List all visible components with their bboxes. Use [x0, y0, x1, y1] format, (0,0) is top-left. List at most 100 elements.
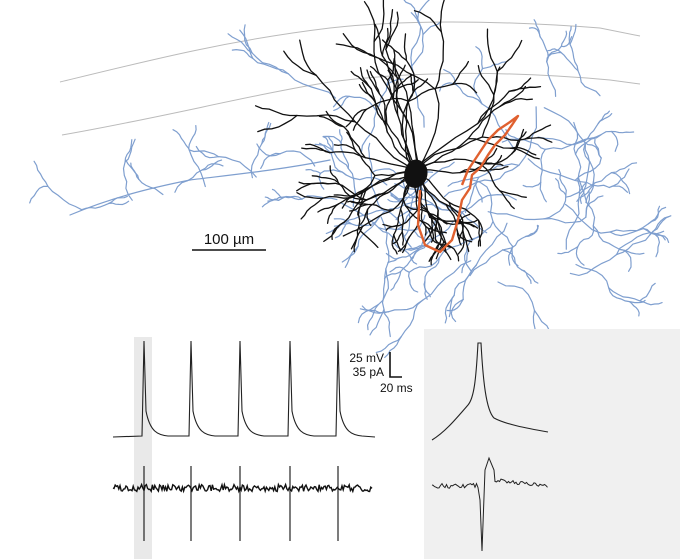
apical-dendrite — [499, 97, 533, 107]
apical-dendrite — [395, 88, 408, 123]
axon-branch — [574, 134, 602, 155]
axon-branch — [360, 110, 378, 154]
axon-branch — [649, 232, 661, 258]
axon-branch — [370, 168, 398, 175]
axon-branch — [420, 161, 455, 187]
axon-branch — [608, 287, 631, 303]
basal-dendrite — [355, 151, 376, 177]
axon-branch — [408, 257, 440, 273]
axon-branch — [390, 270, 402, 291]
apical-dendrite — [496, 39, 523, 73]
axon-branch — [560, 51, 579, 72]
axon-branch — [80, 202, 110, 211]
apical-dendrite — [405, 59, 416, 103]
basal-dendrite — [360, 208, 369, 225]
axon-branch — [569, 23, 577, 45]
basal-dendrite — [311, 175, 339, 184]
axon-branch — [565, 181, 587, 198]
basal-dendrite — [349, 203, 369, 212]
apical-dendrite — [387, 79, 399, 116]
axon-branch — [201, 159, 223, 171]
axon-branch — [261, 199, 280, 208]
axon-branch — [544, 137, 594, 150]
basal-dendrite — [399, 208, 405, 233]
axon-branch — [348, 95, 378, 112]
basal-dendrite — [489, 154, 503, 171]
axon-branch — [438, 236, 481, 259]
apical-dendrite — [301, 147, 331, 154]
axon-branch — [333, 218, 353, 225]
axon-branch — [252, 57, 289, 75]
axon-branch — [108, 195, 128, 204]
single-spike-inset-background — [424, 329, 680, 559]
layer-boundaries — [59, 21, 641, 136]
axon-branch — [402, 249, 418, 265]
axon-branch — [377, 268, 390, 306]
axon-branch — [217, 156, 257, 178]
axon-branch — [525, 224, 539, 238]
apical-dendrite — [486, 28, 498, 73]
axon-branch — [543, 107, 586, 144]
axon-branch — [384, 336, 402, 359]
axon-branch — [610, 130, 619, 152]
apical-dendrite — [343, 126, 366, 159]
axon-branch — [543, 194, 567, 220]
basal-dendrite — [489, 165, 509, 171]
axon-branch — [322, 135, 342, 145]
axon-branch — [476, 164, 520, 183]
basal-dendrite — [321, 189, 365, 200]
axon-branch — [502, 249, 523, 271]
axon-branch — [188, 147, 206, 188]
basal-dendrite — [461, 223, 473, 241]
axon-branch — [403, 0, 419, 20]
basal-dendrite — [346, 131, 358, 153]
axon-branch — [546, 45, 562, 63]
axon-branch — [597, 113, 613, 124]
apical-dendrite — [403, 33, 407, 61]
apical-dendrite — [366, 69, 380, 95]
axon-branch — [375, 85, 388, 112]
apical-dendrite — [373, 40, 394, 100]
axon-branch — [227, 33, 253, 54]
apical-dendrite — [509, 146, 537, 156]
axon-branch — [577, 70, 601, 97]
axon-branch — [407, 271, 419, 293]
axon-branch — [497, 281, 536, 312]
apical-dendrite — [381, 27, 389, 57]
axon-branch — [557, 246, 579, 255]
axon-branch — [521, 269, 532, 284]
basal-dendrite — [300, 197, 324, 220]
axon-branch — [540, 148, 546, 183]
apical-dendrite — [318, 115, 345, 128]
axon-branch — [357, 217, 380, 247]
axon-branch — [583, 141, 602, 159]
axon-branch — [575, 246, 585, 266]
basal-dendrite — [342, 226, 363, 237]
axon-branch — [507, 245, 514, 266]
axon-branch — [574, 157, 602, 181]
axon-branch — [564, 203, 611, 234]
axon-branch — [462, 193, 517, 213]
basal-dendrite — [382, 223, 400, 228]
axon-branch — [648, 205, 661, 225]
axon-branch — [400, 299, 424, 338]
axon-branch — [412, 214, 426, 231]
apical-dendrite — [375, 56, 436, 91]
apical-dendrite — [283, 50, 317, 77]
axon-branch — [383, 270, 402, 280]
apical-dendrite — [374, 23, 384, 57]
axon-branch — [402, 245, 424, 251]
axon-branch — [318, 172, 325, 190]
axon-branch — [322, 136, 334, 152]
axon-branch — [243, 24, 253, 54]
axon-branch — [584, 142, 591, 184]
ephys-scale-bar: 25 mV 35 pA 20 ms — [349, 351, 412, 395]
inset-current-trace — [431, 456, 548, 552]
axon-branch — [251, 52, 289, 75]
axon-branch — [366, 304, 379, 331]
axon-branch — [410, 12, 424, 35]
axon-branch — [560, 30, 568, 47]
axon-branch — [33, 160, 49, 187]
axon-branch — [639, 282, 656, 302]
basal-dendrite — [484, 147, 498, 164]
